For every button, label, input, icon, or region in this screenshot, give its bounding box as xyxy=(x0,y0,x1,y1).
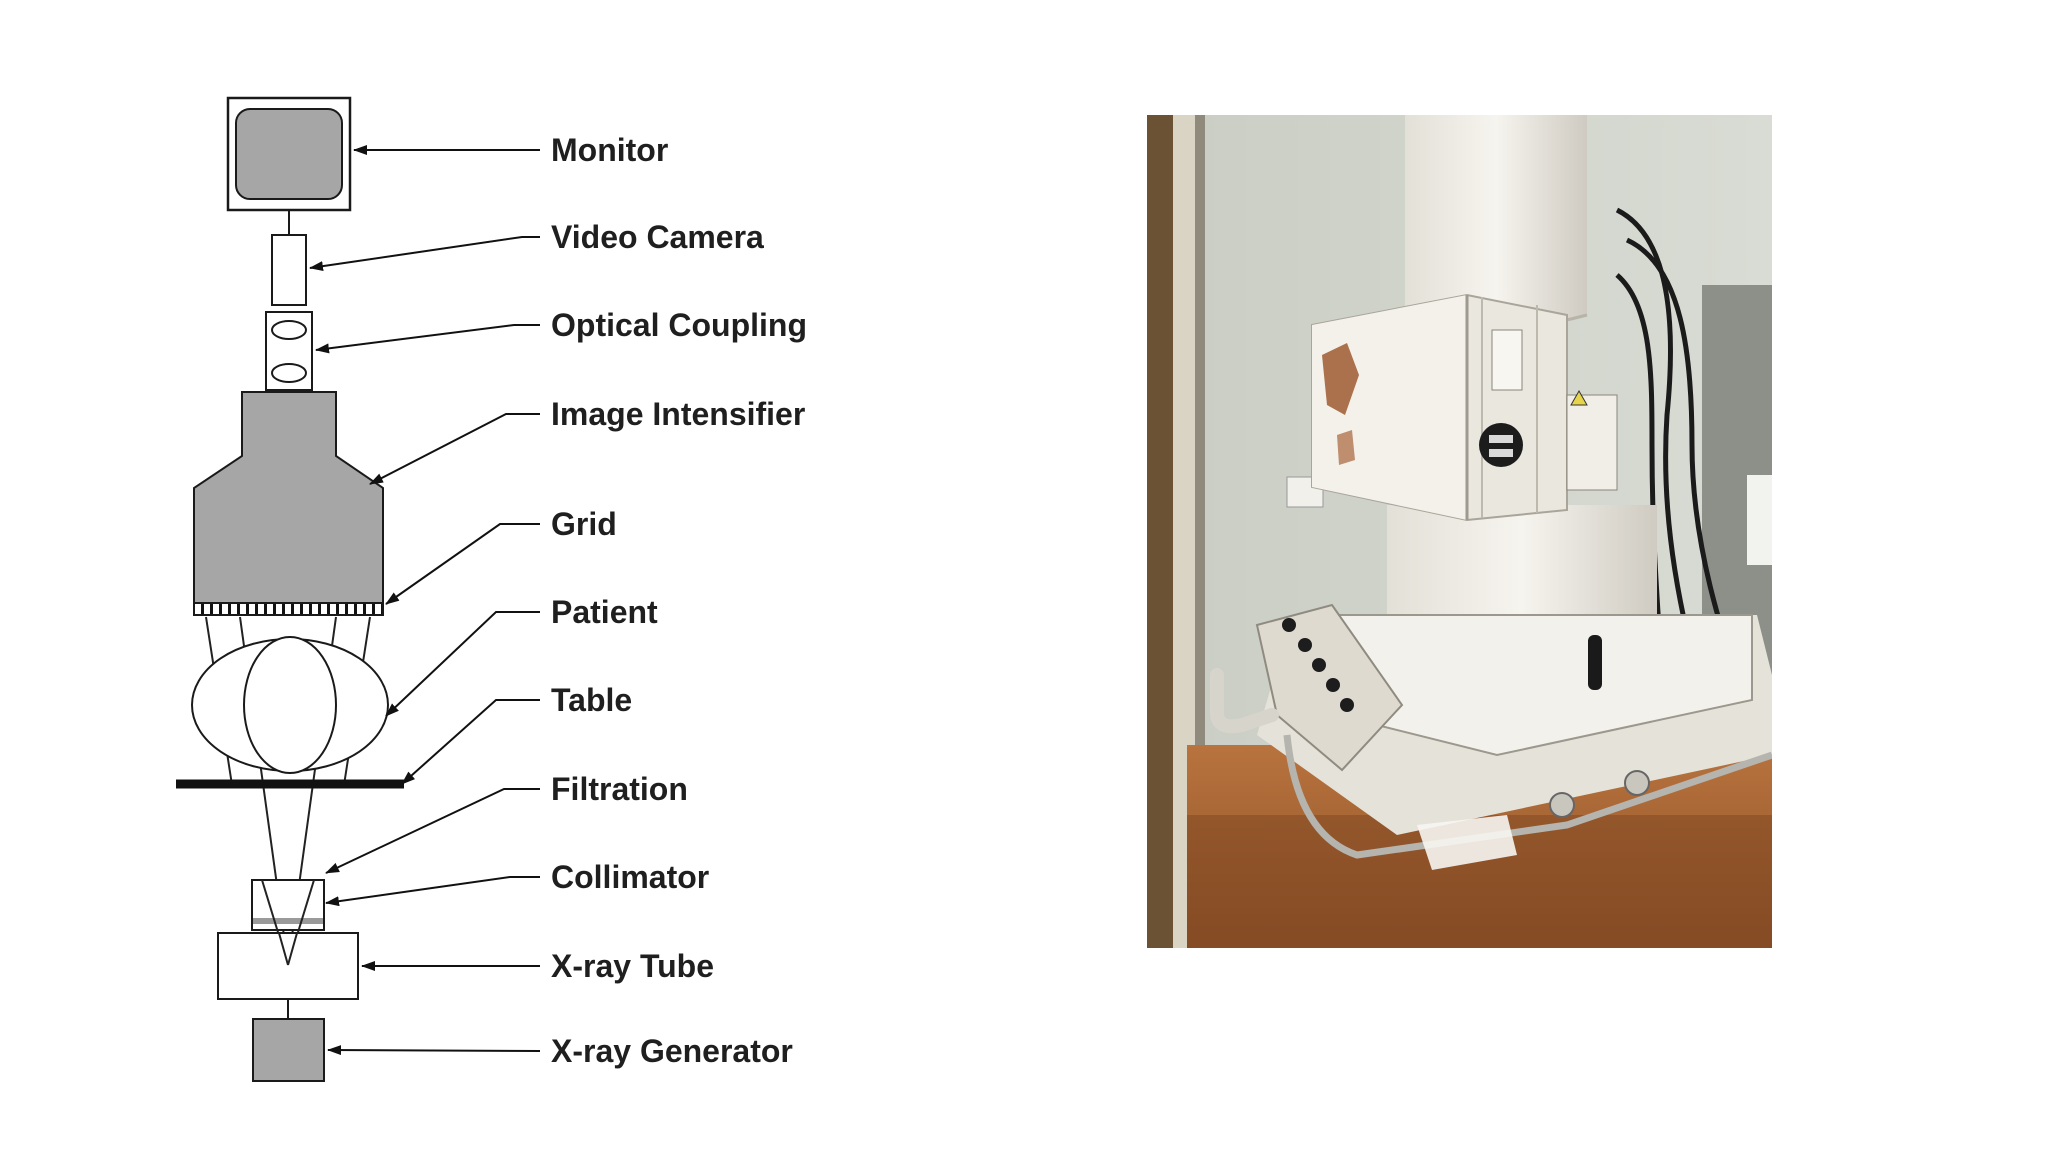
video-camera-shape xyxy=(271,234,307,306)
arrow-collimator xyxy=(325,876,540,907)
label-table: Table xyxy=(551,682,632,718)
filtration-shape xyxy=(253,918,323,924)
arrow-patient xyxy=(385,611,540,717)
xray-tube-shape xyxy=(217,932,359,1000)
arrow-video-camera xyxy=(309,236,540,272)
label-filtration: Filtration xyxy=(551,771,688,807)
label-xray-tube: X-ray Tube xyxy=(551,948,714,984)
patient-shape xyxy=(191,636,389,774)
label-patient: Patient xyxy=(551,594,658,630)
grid-shape xyxy=(193,602,384,616)
xray-generator-shape xyxy=(252,1018,325,1082)
image-intensifier-shape xyxy=(193,391,384,604)
equipment-photo xyxy=(1147,115,1772,948)
component-labels: Monitor Video Camera Optical Coupling Im… xyxy=(551,132,807,1069)
label-xray-generator: X-ray Generator xyxy=(551,1033,793,1069)
label-video-camera: Video Camera xyxy=(551,219,764,255)
label-grid: Grid xyxy=(551,506,617,542)
monitor-shape xyxy=(226,96,352,212)
arrow-image-intensifier xyxy=(369,413,540,485)
arrow-xray-generator xyxy=(327,1045,541,1056)
arrow-table xyxy=(401,699,540,785)
arrow-grid xyxy=(385,523,540,605)
label-monitor: Monitor xyxy=(551,132,668,168)
label-collimator: Collimator xyxy=(551,859,709,895)
arrow-optical-coupling xyxy=(315,324,540,354)
arrow-filtration xyxy=(325,788,540,874)
label-optical-coupling: Optical Coupling xyxy=(551,307,807,343)
optical-coupling-shape xyxy=(265,311,313,391)
leader-arrows xyxy=(309,145,541,1056)
label-image-intensifier: Image Intensifier xyxy=(551,396,805,432)
